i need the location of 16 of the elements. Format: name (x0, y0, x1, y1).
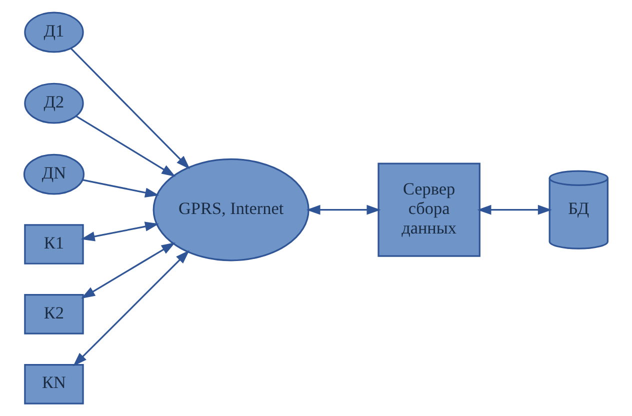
node-box: К2 (24, 294, 84, 334)
arrow (477, 204, 552, 215)
arrow (80, 222, 160, 242)
node-ellipse: ДN (23, 154, 85, 195)
node-box: К1 (24, 224, 84, 264)
node-ellipse: Д1 (24, 12, 84, 53)
arrow (306, 204, 381, 215)
node-box: КN (24, 364, 84, 404)
arrow (73, 250, 190, 366)
node-ellipse: GPRS, Internet (152, 158, 310, 262)
node-box: Сервер сбора данных (378, 162, 480, 257)
arrow (70, 48, 190, 170)
arrow (82, 179, 160, 198)
node-ellipse: Д2 (24, 82, 84, 124)
arrow (76, 115, 176, 177)
arrow (81, 242, 176, 299)
